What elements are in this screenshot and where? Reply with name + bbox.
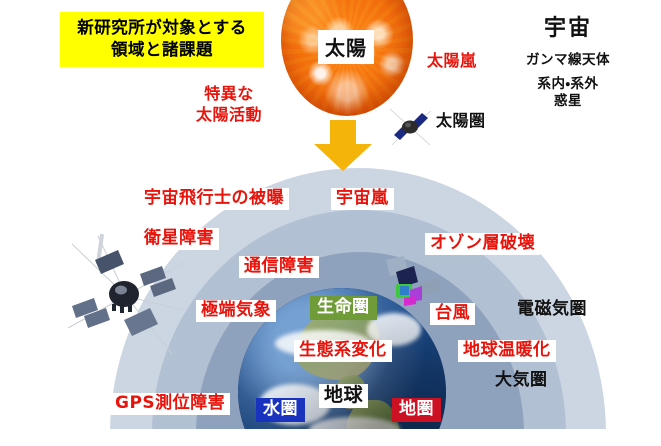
solar-storm-label: 太陽嵐: [427, 51, 477, 70]
bottom-white-mask: [0, 429, 661, 446]
hazard-ozone-depletion: オゾン層破壊: [425, 233, 540, 256]
sphere-magnetosphere: 電磁気圏: [517, 299, 587, 319]
hazard-typhoon: 台風: [430, 303, 475, 326]
hazard-gps-disruption: GPS測位障害: [110, 393, 231, 416]
hazard-extreme-weather: 極端気象: [196, 300, 276, 323]
page-title: 新研究所が対象とする 領域と諸課題: [60, 12, 264, 67]
sphere-hydrosphere: 水圏: [256, 398, 305, 423]
cosmos-item-gamma-ray-objects: ガンマ線天体: [526, 52, 610, 68]
solar-influence-arrow: [314, 120, 372, 171]
science-spacecraft-icon: [67, 233, 185, 355]
cosmos-item-planets-line2: 惑星: [554, 92, 582, 109]
hazard-space-storm: 宇宙嵐: [331, 188, 394, 211]
cosmos-block: 宇宙 ガンマ線天体 系内・系外 惑星: [480, 10, 656, 110]
page-title-line1: 新研究所が対象とする: [77, 18, 247, 37]
hazard-comm-disruption: 通信障害: [239, 256, 319, 279]
solar-activity-line1: 特異な: [204, 84, 254, 103]
heliosphere-label: 太陽圏: [436, 111, 486, 130]
earth-observation-satellite-icon: [386, 256, 440, 306]
sphere-geosphere: 地圏: [392, 398, 441, 423]
page-title-line2: 領域と諸課題: [111, 39, 213, 59]
hazard-satellite-failure: 衛星障害: [139, 228, 219, 251]
hazard-astronaut-exposure: 宇宙飛行士の被曝: [139, 188, 289, 211]
solar-activity-line2: 太陽活動: [196, 104, 263, 124]
solar-activity-label: 特異な 太陽活動: [196, 85, 262, 124]
sphere-atmosphere: 大気圏: [495, 370, 548, 390]
cosmos-item-planets-line1: 系内・系外: [537, 76, 599, 92]
hazard-ecosystem-change: 生態系変化: [294, 340, 392, 363]
sun-label: 太陽: [318, 30, 374, 64]
heliosphere-satellite-icon: [389, 108, 432, 146]
cosmos-item-planets: 系内・系外 惑星: [480, 76, 656, 110]
cosmos-heading: 宇宙: [543, 16, 592, 41]
sphere-biosphere: 生命圏: [310, 296, 377, 321]
sphere-earth: 地球: [319, 384, 369, 409]
hazard-global-warming: 地球温暖化: [458, 340, 556, 363]
